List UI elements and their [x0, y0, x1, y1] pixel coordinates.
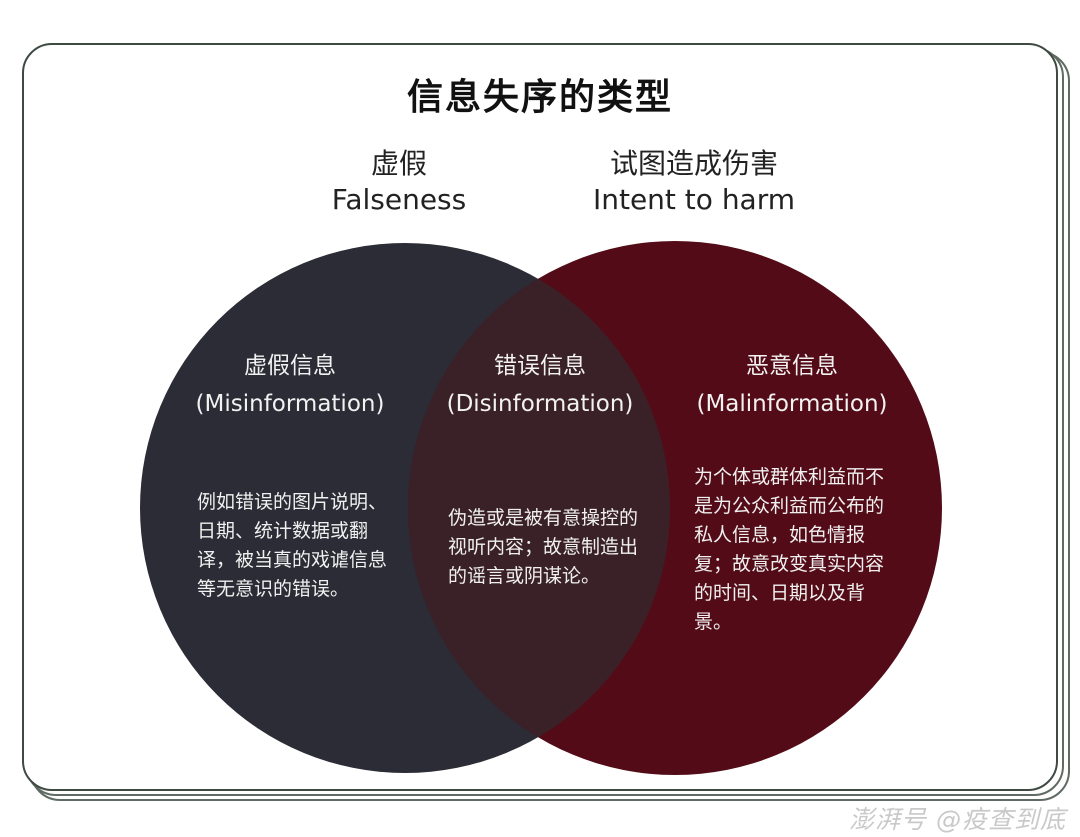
harm-label-en: Intent to harm [592, 183, 796, 216]
diagram-title: 信息失序的类型 [406, 77, 673, 118]
misinformation-zh: 虚假信息 [244, 353, 336, 379]
falseness-label-zh: 虚假 [370, 147, 427, 180]
malinformation-description: 为个体或群体利益而不是为公众利益而公布的私人信息，如色情报复；故意改变真实内容的… [694, 466, 885, 633]
harm-label-zh: 试图造成伤害 [609, 147, 778, 180]
misinformation-heading: 虚假信息 (Misinformation) [180, 347, 400, 423]
disinformation-en: (Disinformation) [446, 391, 634, 417]
harm-set-label: 试图造成伤害 Intent to harm [564, 146, 824, 218]
disinformation-heading: 错误信息 (Disinformation) [430, 347, 650, 423]
falseness-set-label: 虚假 Falseness [299, 146, 499, 218]
disinformation-zh: 错误信息 [494, 353, 586, 379]
watermark: 澎湃号 @疫查到底 [849, 805, 1066, 834]
overlap-region [408, 243, 670, 773]
falseness-label-en: Falseness [331, 183, 467, 216]
malinformation-zh: 恶意信息 [746, 353, 838, 379]
disinformation-description: 伪造或是被有意操控的视听内容；故意制造出的谣言或阴谋论。 [448, 507, 639, 587]
misinformation-en: (Misinformation) [195, 391, 385, 417]
malinformation-en: (Malinformation) [696, 391, 888, 417]
malinformation-heading: 恶意信息 (Malinformation) [682, 347, 902, 423]
misinformation-description: 例如错误的图片说明、日期、统计数据或翻译，被当真的戏谑信息等无意识的错误。 [197, 491, 388, 600]
